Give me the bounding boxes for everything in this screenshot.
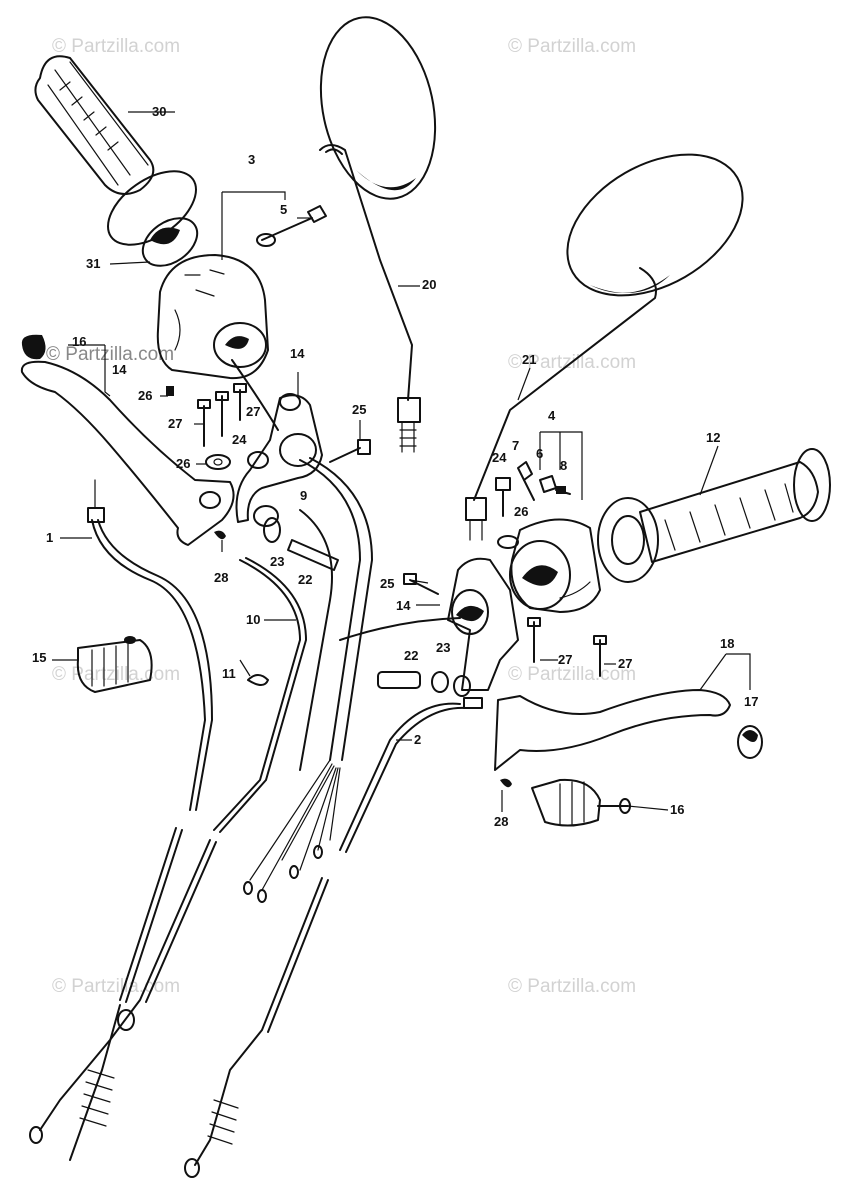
- callout-7: 7: [512, 438, 520, 453]
- callout-20-left: 22: [298, 572, 313, 587]
- callout-26-right: 25: [380, 576, 395, 591]
- bolt-26-right: [403, 573, 439, 595]
- callout-28-right-b: 27: [618, 656, 633, 671]
- callout-26-left: 25: [352, 402, 367, 417]
- callout-20-right: 22: [404, 648, 419, 663]
- callout-24-right: 23: [436, 640, 451, 655]
- wiring-harness: [243, 457, 461, 903]
- right-switch-housing: [509, 518, 601, 613]
- bolt-26-left: [329, 439, 371, 463]
- callout-6: 6: [536, 446, 544, 461]
- callout-29-right: 28: [494, 814, 509, 829]
- callout-14: 14: [290, 346, 305, 361]
- callout-28-right-a: 27: [558, 652, 573, 667]
- screws-6-7-8: [517, 461, 571, 501]
- callout-2: 2: [414, 732, 422, 747]
- callout-18-left: 16: [72, 334, 87, 349]
- callout-18-right: 17: [744, 694, 759, 709]
- left-lever-bracket: [235, 393, 323, 527]
- watermark: © Partzilla.com: [508, 664, 637, 685]
- left-cable-adjuster: [76, 636, 153, 693]
- callout-8: 8: [560, 458, 568, 473]
- right-mirror: [465, 153, 744, 541]
- right-lever: [494, 689, 763, 788]
- callout-24-left: 23: [270, 554, 285, 569]
- callout-1: 1: [46, 530, 54, 545]
- screw-23-right: [495, 477, 511, 517]
- callout-9: 9: [300, 488, 308, 503]
- fasteners-left: [166, 383, 247, 540]
- clip-11: [247, 674, 269, 686]
- left-lever: [20, 334, 235, 546]
- watermark: © Partzilla.com: [508, 976, 637, 997]
- right-cable-adjuster: [531, 778, 631, 827]
- callout-28-left-a: 27: [246, 404, 261, 419]
- callout-3: 3: [248, 152, 256, 167]
- callout-27: 26: [138, 388, 153, 403]
- watermark: © Partzilla.com: [508, 36, 637, 57]
- watermark: © Partzilla.com: [52, 36, 181, 57]
- left-grip: [34, 55, 199, 267]
- screws-28-right: [497, 535, 607, 677]
- callout-23-left: 24: [232, 432, 247, 447]
- callout-11: 11: [222, 666, 236, 681]
- callout-30: 30: [152, 104, 167, 119]
- callout-22: 21: [522, 352, 537, 367]
- throttle-cable: [29, 557, 307, 1144]
- screw-5: [256, 205, 327, 247]
- clutch-cable: [69, 479, 213, 1161]
- callout-19: 18: [720, 636, 735, 651]
- cable-2: [184, 697, 483, 1178]
- callout-12: 12: [706, 430, 721, 445]
- callout-31: 31: [86, 256, 101, 271]
- bolt-20-24-left: [263, 517, 339, 571]
- callout-16: 15: [32, 650, 47, 665]
- callout-13: 14: [112, 362, 127, 377]
- callout-10: 10: [246, 612, 261, 627]
- watermark: © Partzilla.com: [46, 344, 175, 365]
- right-lever-bracket: [447, 557, 519, 691]
- callout-25-left: 26: [176, 456, 191, 471]
- callout-25-right: 26: [514, 504, 529, 519]
- callout-28-left-b: 27: [168, 416, 183, 431]
- callout-23-right: 24: [492, 450, 507, 465]
- callout-5: 5: [280, 202, 288, 217]
- left-mirror: [319, 16, 437, 453]
- callout-17: 16: [670, 802, 685, 817]
- right-grip: [597, 448, 831, 583]
- callout-15: 14: [396, 598, 411, 613]
- callout-29-left: 28: [214, 570, 229, 585]
- callout-21: 20: [422, 277, 437, 292]
- leader-lines: [52, 111, 751, 812]
- bolt-20-24-right: [377, 671, 471, 697]
- callout-4: 4: [548, 408, 556, 423]
